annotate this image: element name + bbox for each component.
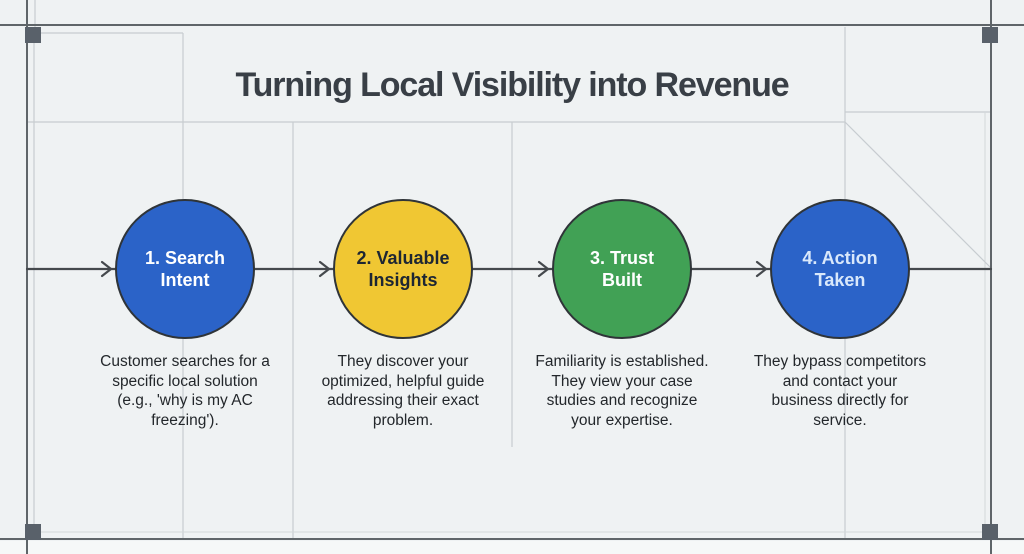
stage-circle-action-taken: 4. Action Taken xyxy=(770,199,910,339)
corner-handles xyxy=(25,27,998,540)
corner-handle-top-right[interactable] xyxy=(982,27,998,43)
diagonal-grid-line xyxy=(844,121,992,269)
arrowhead-4 xyxy=(755,260,768,278)
stage-caption-search-intent: Customer searches for a specific local s… xyxy=(100,353,270,429)
corner-handle-bottom-left[interactable] xyxy=(25,524,41,540)
stage-action-taken: 4. Action Taken They bypass competitors … xyxy=(730,199,950,430)
stage-circle-trust-built: 3. Trust Built xyxy=(552,199,692,339)
bottom-margin-strip xyxy=(0,541,1024,554)
stage-circle-valuable-insights: 2. Valuable Insights xyxy=(333,199,473,339)
corner-handle-bottom-right[interactable] xyxy=(982,524,998,540)
stage-caption-valuable-insights: They discover your optimized, helpful gu… xyxy=(321,353,485,429)
arrowhead-1 xyxy=(100,260,113,278)
stage-search-intent: 1. Search Intent Customer searches for a… xyxy=(75,199,295,430)
stage-circle-search-intent: 1. Search Intent xyxy=(115,199,255,339)
stage-valuable-insights: 2. Valuable Insights They discover your … xyxy=(293,199,513,430)
corner-handle-top-left[interactable] xyxy=(25,27,41,43)
stage-trust-built: 3. Trust Built Familiarity is establishe… xyxy=(512,199,732,430)
arrowhead-3 xyxy=(537,260,550,278)
diagram-title: Turning Local Visibility into Revenue xyxy=(235,66,789,104)
arrowhead-2 xyxy=(318,260,331,278)
stage-caption-action-taken: They bypass competitors and contact your… xyxy=(753,353,927,429)
stage-caption-trust-built: Familiarity is established. They view yo… xyxy=(535,353,709,429)
